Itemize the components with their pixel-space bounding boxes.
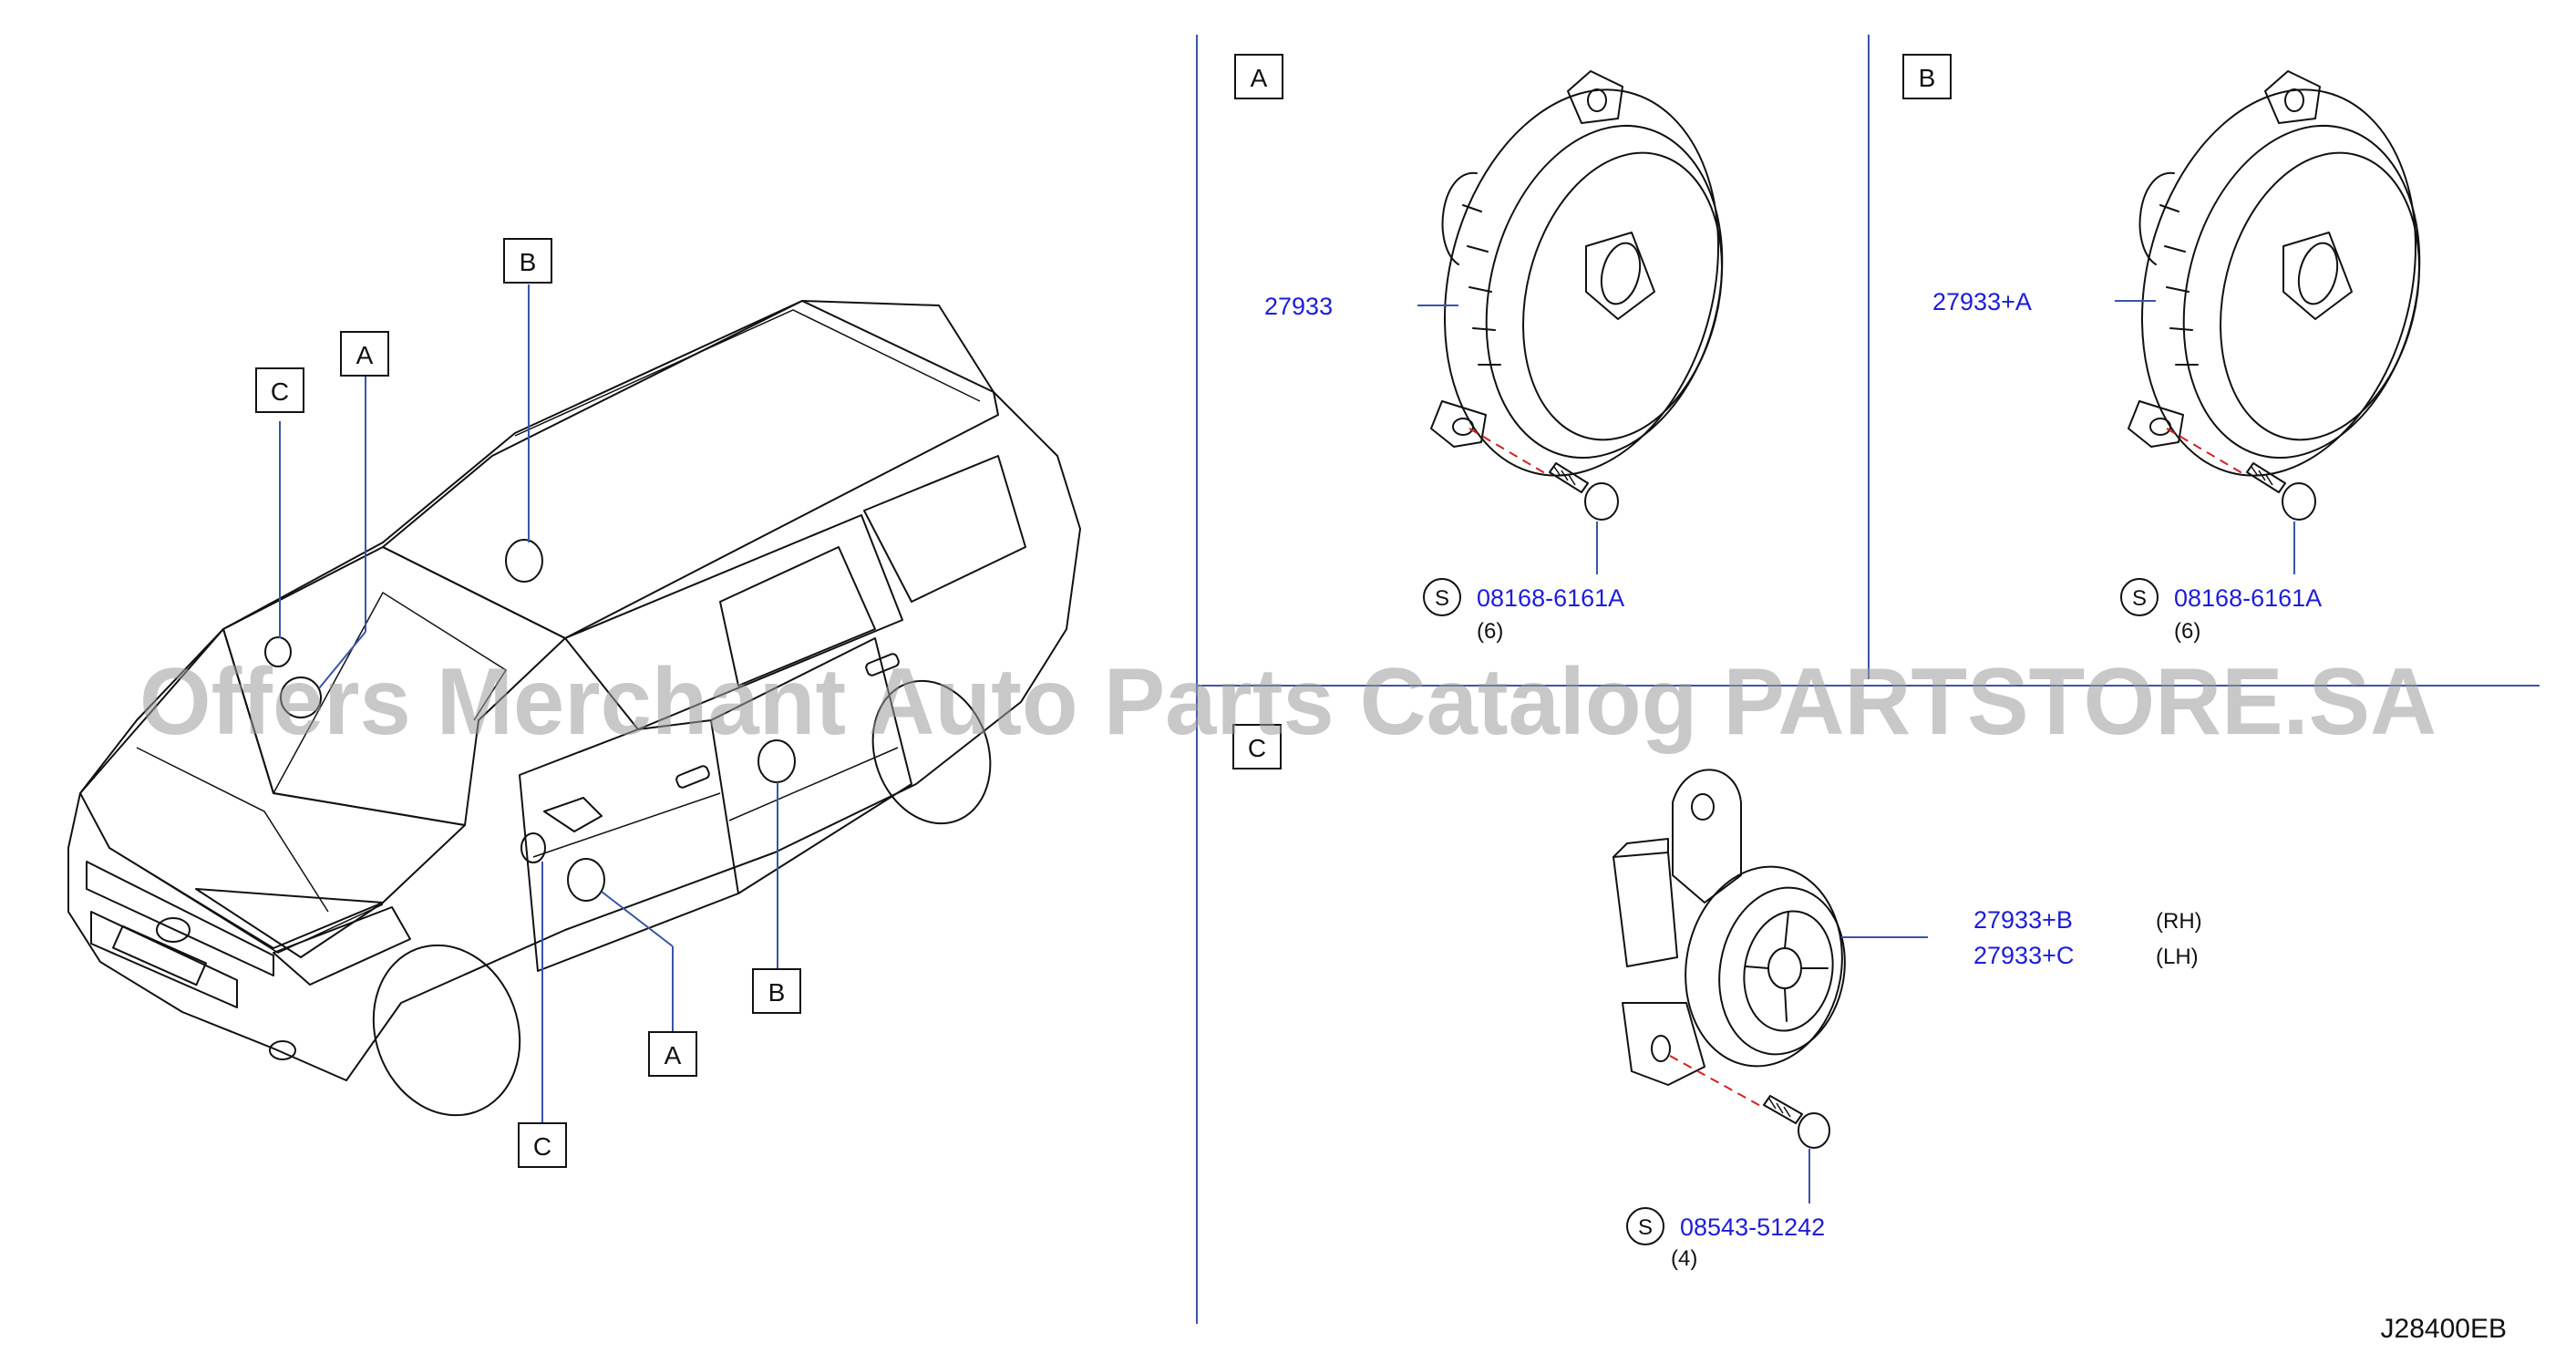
callout-car-a-top-label: A [356,341,374,369]
panel-c-screw-part-number: 08543-51242 [1680,1214,1825,1241]
panel-c-part-number-lh: 27933+C [1973,942,2074,969]
panel-c-part-number-rh: 27933+B [1973,906,2073,934]
panel-a-letter: A [1251,64,1268,92]
panel-c-screw-marker: S [1638,1215,1653,1240]
panel-b-letter: B [1919,64,1936,92]
panel-a-screw-part-number: 08168-6161A [1477,584,1624,612]
bolt-c-drawing [1669,1055,1830,1203]
panel-b-screw-marker: S [2132,586,2147,611]
panel-c-side-rh: (RH) [2156,909,2202,934]
callout-car-b-bottom-label: B [768,978,786,1007]
panel-c-screw-qty: (4) [1671,1246,1697,1271]
panel-c-side-lh: (LH) [2156,945,2199,969]
panel-c: C 27933+B (RH) 27933+C (LH) S [1232,724,2202,1271]
watermark-text: Offers Merchant Auto Parts Catalog PARTS… [139,649,2437,755]
panel-b-part-number: 27933+A [1932,288,2032,315]
panel-b-screw-qty: (6) [2174,619,2200,644]
bolt-b-drawing [2166,428,2316,574]
callout-car-c-top: C [255,367,304,413]
callout-car-c-bottom: C [518,1122,567,1168]
callout-car-a-bottom-label: A [665,1041,682,1069]
panel-b: B 27933+A S 08168-6161A (6) [1902,54,2421,644]
callout-car-c-bottom-label: C [533,1132,551,1161]
bolt-a-drawing [1468,428,1619,574]
door-speaker-a-drawing [1417,70,1724,477]
callout-car-a-top: A [340,331,389,377]
callout-car-b: B [503,238,552,284]
callout-car-a-bottom: A [648,1031,697,1077]
panel-c-letter: C [1248,734,1266,762]
panel-a: A 27933 S 08168-6161A (6) [1234,54,1724,644]
panel-dividers [1196,35,2540,1324]
panel-a-part-number: 27933 [1264,293,1333,320]
callout-car-b-bottom: B [752,968,801,1014]
callout-car-c-top-label: C [271,377,289,406]
door-speaker-b-drawing [2115,70,2421,477]
panel-b-screw-part-number: 08168-6161A [2174,584,2322,612]
panel-a-screw-marker: S [1435,586,1449,611]
diagram-code: J28400EB [2381,1314,2507,1344]
panel-a-screw-qty: (6) [1477,619,1503,644]
tweeter-c-drawing [1613,769,1928,1086]
vehicle-leader-lines [279,284,778,1123]
callout-car-b-label: B [520,248,537,276]
